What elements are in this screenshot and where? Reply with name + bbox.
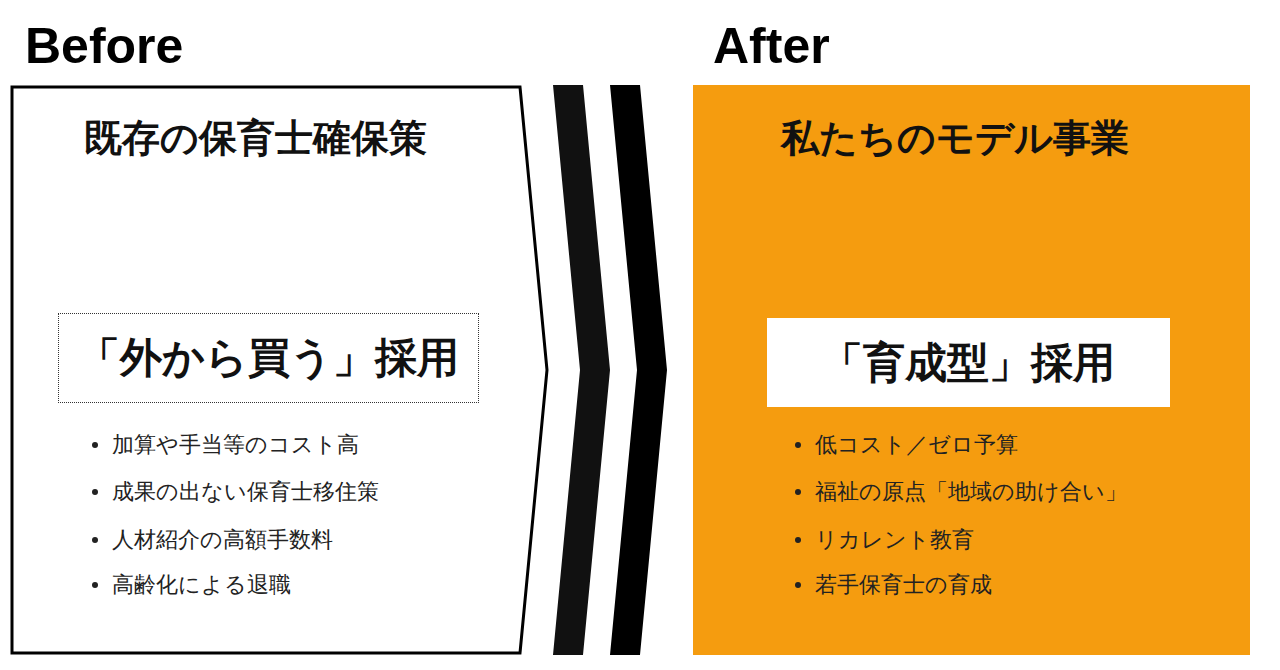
recruit-label: 「育成型」採用 [821,335,1115,391]
bullet-dot [795,442,801,448]
bullet-dot [92,442,98,448]
bullet-item: 福祉の原点「地域の助け合い」 [815,477,1127,507]
panel-title: 私たちのモデル事業 [781,113,1129,164]
bullet-dot [92,489,98,495]
bullet-item: 若手保育士の育成 [815,570,992,600]
bullet-dot [92,582,98,588]
bullet-item: 低コスト／ゼロ予算 [815,430,1018,460]
bullet-dot [795,537,801,543]
bullet-item: 加算や手当等のコスト高 [112,430,359,460]
panel-box: After私たちのモデル事業低コスト／ゼロ予算福祉の原点「地域の助け合い」リカレ… [693,85,1250,655]
bullet-item: リカレント教育 [815,525,974,555]
chevron-stripe [610,85,667,655]
panel-box: Before既存の保育士確保策加算や手当等のコスト高成果の出ない保育士移住策人材… [10,85,550,655]
bullet-item: 高齢化による退職 [112,570,291,600]
bullet-dot [795,489,801,495]
recruit-box: 「育成型」採用 [767,318,1170,407]
bullet-item: 成果の出ない保育士移住策 [112,477,379,507]
bullet-dot [92,537,98,543]
recruit-box: 「外から買う」採用 [58,313,479,403]
bullet-item: 人材紹介の高額手数料 [112,525,333,555]
chevron-stripe [553,85,610,655]
section-heading: After [713,17,830,75]
panel-title: 既存の保育士確保策 [84,113,427,164]
bullet-dot [795,582,801,588]
recruit-label: 「外から買う」採用 [78,330,459,386]
section-heading: Before [25,17,183,75]
